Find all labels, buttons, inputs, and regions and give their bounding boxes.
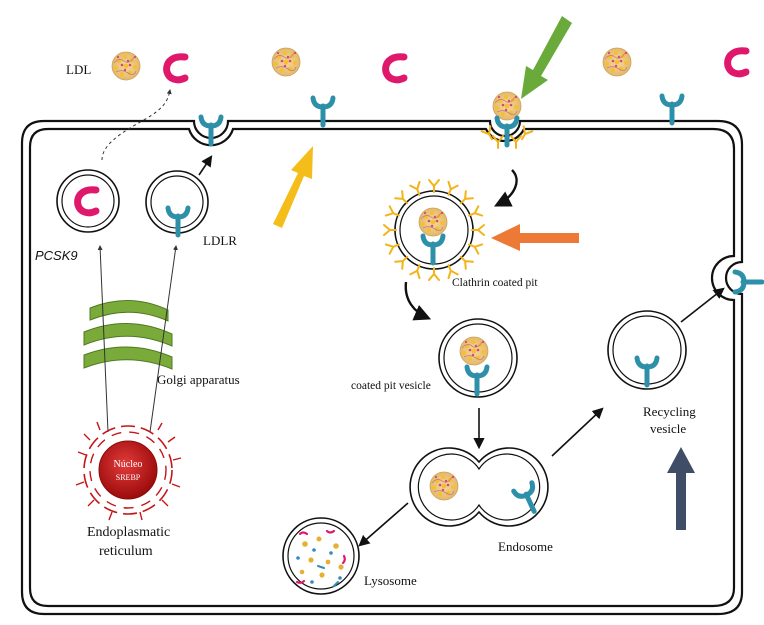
recycling-vesicle: [607, 310, 687, 390]
endosome: [409, 447, 549, 527]
pcsk9-secretion-arrow: [101, 89, 172, 161]
extracellular-pcsk9: [167, 51, 746, 80]
nucleus-label: Núcleo: [114, 459, 143, 470]
lysosome-label: Lysosome: [364, 573, 417, 588]
arrow-to-recycling-vesicle: [551, 407, 604, 457]
golgi-apparatus: [83, 300, 173, 370]
yellow-arrow: [273, 146, 313, 228]
recycled-receptor-icon: [735, 272, 762, 292]
arrow-to-coated-vesicle: [404, 281, 432, 321]
clathrin-triskelion-icon: [428, 179, 440, 193]
clathrin-coated-pit: [383, 179, 485, 281]
er-to-ldlr-arrow: [149, 245, 178, 433]
ldlr-to-membrane-arrow: [198, 155, 213, 176]
coated-pit-vesicle: [438, 318, 518, 398]
pcsk9-vesicle: [56, 169, 120, 233]
receptor-in-pit-icon: [201, 117, 221, 144]
recycling-vesicle-label-2: vesicle: [650, 421, 686, 436]
navy-arrow: [667, 447, 695, 530]
pcsk9-label: PCSK9: [35, 248, 78, 263]
surface-receptor-icon: [662, 96, 682, 123]
clathrin-triskelion-icon: [471, 224, 485, 236]
arrow-to-membrane: [680, 287, 725, 323]
endoplasmic-reticulum: [75, 421, 182, 521]
orange-arrow: [491, 224, 579, 251]
endosome-label: Endosome: [498, 539, 553, 554]
clathrin-triskelion-icon: [383, 224, 397, 236]
arrow-to-clathrin-pit: [493, 169, 518, 207]
recycling-vesicle-label-1: Recycling: [643, 404, 696, 419]
ldl-label: LDL: [66, 62, 91, 77]
arrow-to-lysosome: [358, 502, 409, 547]
ldl-particle-icon: [271, 47, 301, 77]
lysosome: [282, 517, 360, 595]
coated-pit-vesicle-label: coated pit vesicle: [351, 380, 431, 392]
ldlr-vesicle: [145, 170, 209, 235]
er-label-line-2: reticulum: [99, 544, 153, 559]
ldl-particle-icon: [111, 51, 141, 81]
pcsk9-protein-icon: [167, 57, 185, 80]
ldl-particle-icon: [602, 47, 632, 77]
clathrin-coated-pit-label: Clathrin coated pit: [452, 277, 538, 289]
clathrin-triskelion-icon: [428, 267, 440, 281]
pcsk9-protein-icon: [728, 51, 746, 74]
golgi-label: Golgi apparatus: [157, 372, 240, 387]
ldlr-label: LDLR: [203, 233, 237, 248]
green-arrow: [521, 16, 572, 99]
er-to-pcsk9-arrow: [97, 245, 109, 433]
nucleus: [98, 440, 158, 500]
cell-membrane: [20, 119, 744, 616]
er-label-line-1: Endoplasmatic: [87, 525, 170, 540]
srebp-label: SREBP: [116, 473, 141, 482]
pcsk9-protein-icon: [386, 57, 404, 80]
